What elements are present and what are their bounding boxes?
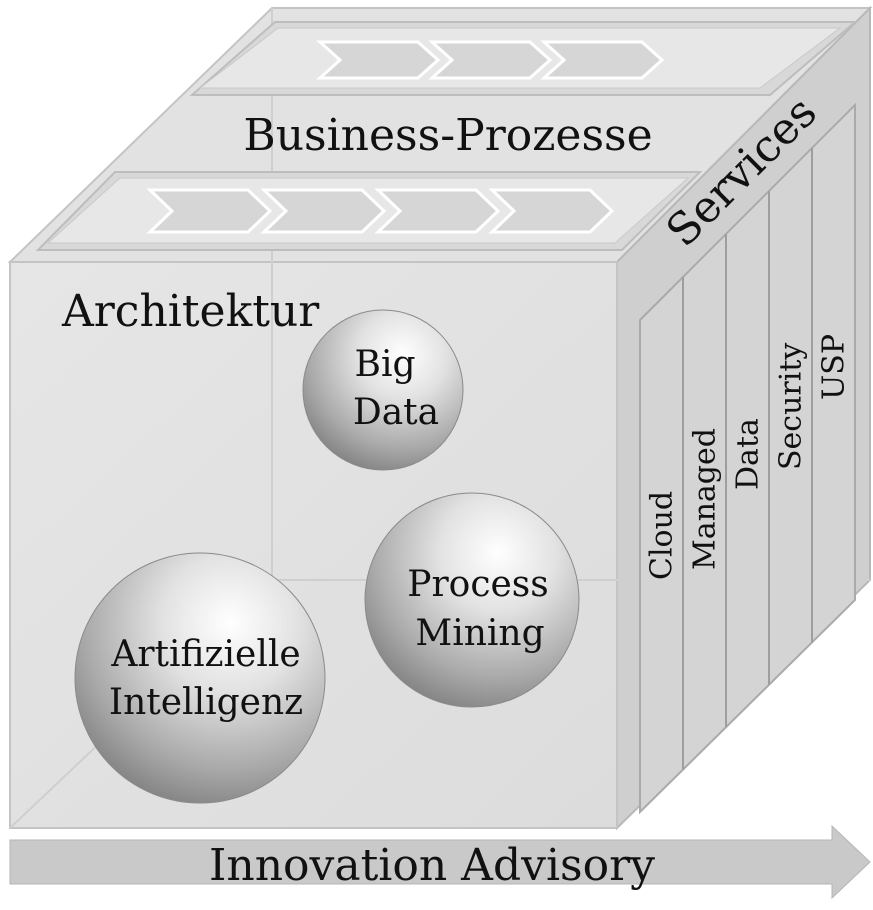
process-step-chevron bbox=[488, 188, 615, 234]
services-panel bbox=[639, 102, 856, 815]
sphere-process-mining-shape bbox=[364, 492, 580, 708]
sphere-process-mining: Process Mining bbox=[364, 492, 580, 708]
sphere-artificial-intelligence-line-2: Intelligenz bbox=[109, 682, 303, 723]
service-column-label-data: Data bbox=[731, 418, 766, 490]
business-processes-label: Business-Prozesse bbox=[243, 110, 652, 161]
innovation-advisory-arrow: Innovation Advisory bbox=[9, 824, 871, 900]
service-column-label-managed: Managed bbox=[688, 428, 723, 570]
process-chevron-row-front bbox=[146, 188, 615, 234]
sphere-big-data: Big Data bbox=[302, 309, 464, 471]
process-chevron-row-back bbox=[316, 40, 665, 80]
process-step-chevron bbox=[374, 188, 501, 234]
sphere-big-data-shape bbox=[302, 309, 464, 471]
process-step-chevron bbox=[260, 188, 387, 234]
sphere-artificial-intelligence: Artifizielle Intelligenz bbox=[74, 552, 326, 804]
process-step-chevron bbox=[428, 40, 553, 80]
service-column-dividers bbox=[682, 148, 813, 770]
innovation-advisory-arrow-shape bbox=[9, 824, 871, 900]
architecture-label: Architektur bbox=[61, 286, 320, 337]
service-column-label-cloud: Cloud bbox=[645, 491, 680, 580]
sphere-process-mining-line-2: Mining bbox=[415, 613, 544, 654]
sphere-process-mining-line-1: Process bbox=[407, 564, 549, 605]
service-column-label-usp: USP bbox=[817, 334, 852, 400]
sphere-big-data-line-1: Big bbox=[354, 344, 415, 385]
process-step-chevron bbox=[146, 188, 273, 234]
service-column-label-security: Security bbox=[774, 343, 809, 470]
sphere-big-data-line-2: Data bbox=[353, 392, 439, 433]
process-step-chevron bbox=[540, 40, 665, 80]
sphere-artificial-intelligence-shape bbox=[74, 552, 326, 804]
sphere-artificial-intelligence-line-1: Artifizielle bbox=[110, 634, 300, 675]
process-step-chevron bbox=[316, 40, 441, 80]
innovation-advisory-label: Innovation Advisory bbox=[209, 840, 655, 891]
